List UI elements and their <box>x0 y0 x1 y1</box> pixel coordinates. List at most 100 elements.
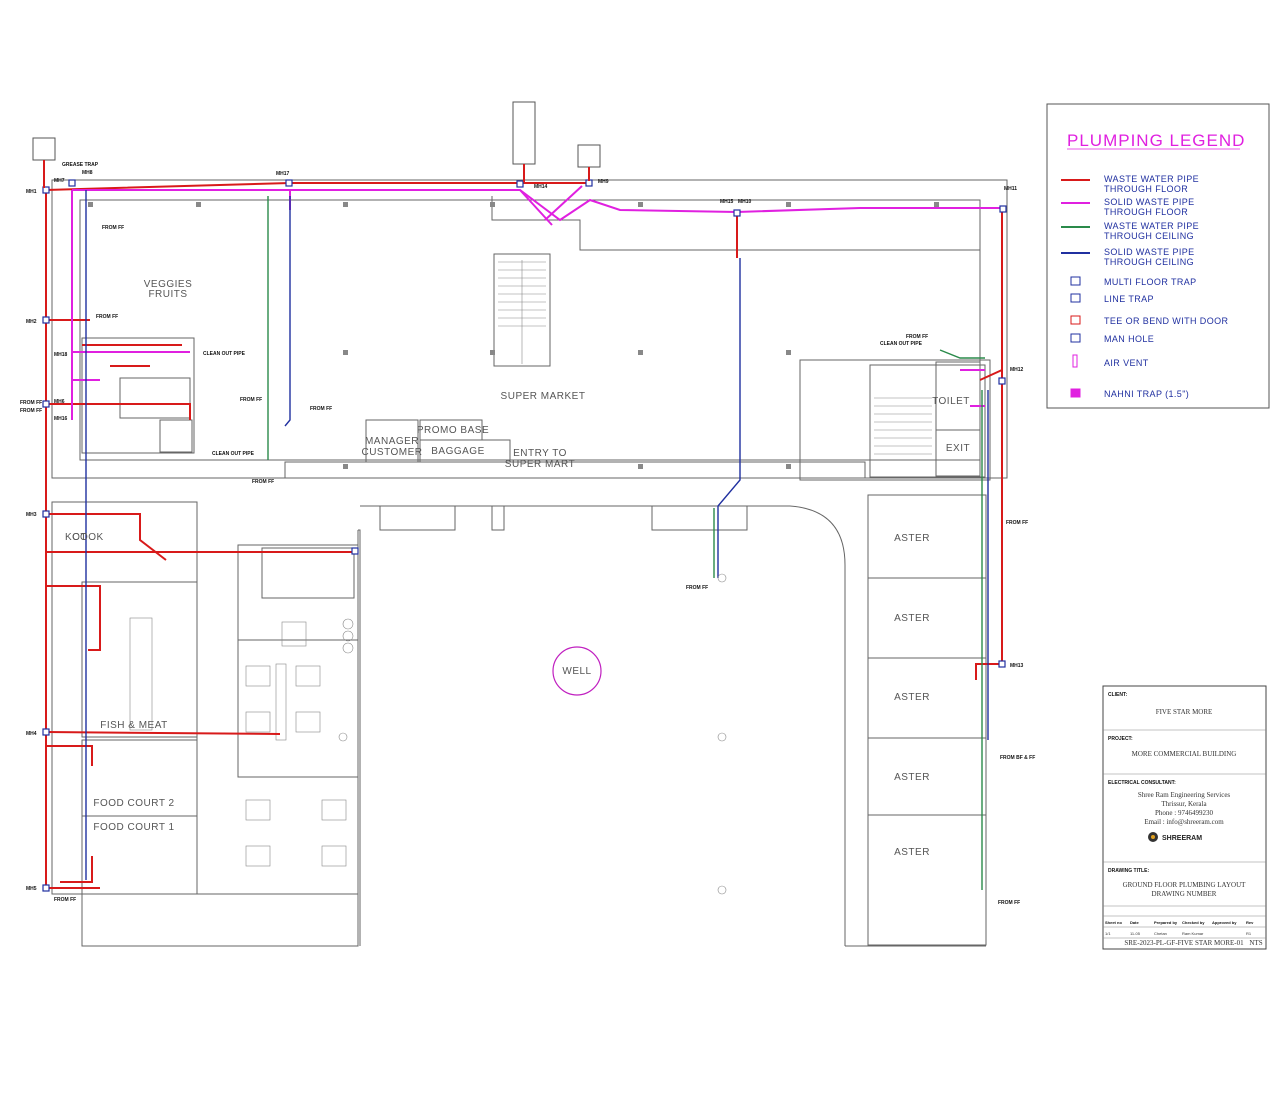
annotation-mh8: MH8 <box>82 170 93 176</box>
tb-project-label: PROJECT: <box>1108 736 1133 742</box>
tb-consultant-line-2: Thrissur, Kerala <box>1161 800 1207 808</box>
annotation-from-ff-10: FROM FF <box>906 334 928 340</box>
annotation-from-ff-11: FROM FF <box>54 897 76 903</box>
annotation-from-ff-2: FROM FF <box>96 314 118 320</box>
tee-bend-icon <box>1070 315 1081 325</box>
room-aster-3: ASTER <box>894 692 930 703</box>
tb-drawing-title-label: DRAWING TITLE: <box>1108 868 1149 874</box>
legend-label: TEE OR BEND WITH DOOR <box>1104 316 1229 326</box>
annotation-mh13: MH13 <box>1010 663 1024 669</box>
tb-table-value: R1 <box>1246 931 1252 936</box>
solid-waste-pipes-floor <box>71 185 1002 420</box>
room-aster-2: ASTER <box>894 613 930 624</box>
annotation-mh9: MH9 <box>598 179 609 185</box>
grease-trap-box <box>32 137 56 161</box>
legend-label: WASTE WATER PIPE <box>1104 174 1199 184</box>
annotation-mh12: MH12 <box>1010 367 1024 373</box>
line-trap-icon <box>1070 293 1081 303</box>
tb-table-value: Ram Kumar <box>1182 931 1204 936</box>
room-super-mart: SUPER MART <box>505 459 575 470</box>
building-walls <box>51 179 1008 947</box>
tb-table-value: Chetan <box>1154 931 1167 936</box>
food-court-tables <box>129 617 354 867</box>
tb-client-label: CLIENT: <box>1108 692 1128 698</box>
room-super-market: SUPER MARKET <box>501 391 586 402</box>
room-kot: KOT <box>65 532 87 543</box>
room-promo-base: PROMO BASE <box>417 425 489 436</box>
annotation-from-ff-4: FROM FF <box>20 408 42 414</box>
room-labels: SUPER MARKET VEGGIES FRUITS MANAGER CUST… <box>65 279 970 858</box>
annotation-from-ff-7: FROM FF <box>252 479 274 485</box>
room-fish-meat: FISH & MEAT <box>100 720 168 731</box>
annotation-mh10: MH10 <box>738 199 752 205</box>
annotation-mh11: MH11 <box>1004 186 1017 192</box>
room-manager: MANAGER <box>365 436 419 447</box>
annotation-mh16: MH16 <box>54 416 68 422</box>
tb-table-header: Sheet no <box>1105 920 1122 925</box>
tb-consultant-label: ELECTRICAL CONSULTANT: <box>1108 780 1176 786</box>
annotation-from-ff-12: FROM FF <box>998 900 1020 906</box>
room-food-court-2: FOOD COURT 2 <box>93 798 174 809</box>
legend-label-line-2: THROUGH FLOOR <box>1104 184 1188 194</box>
tb-table-header: Checked by <box>1182 920 1205 925</box>
soak-pit-box <box>577 144 601 168</box>
legend-label: SOLID WASTE PIPE <box>1104 197 1195 207</box>
room-aster-5: ASTER <box>894 847 930 858</box>
legend-item: MAN HOLE <box>1070 333 1154 344</box>
manholes <box>42 179 1007 892</box>
solid-waste-pipes-ceiling <box>85 190 989 880</box>
tb-drawing-title-2: DRAWING NUMBER <box>1152 890 1217 898</box>
legend-label: AIR VENT <box>1104 358 1149 368</box>
tb-table-header: Prepared by <box>1154 920 1178 925</box>
supermarket-stair <box>493 253 551 367</box>
legend-title: PLUMPING LEGEND <box>1067 131 1245 150</box>
legend-label-line-2: THROUGH CEILING <box>1104 257 1194 267</box>
well-circle <box>552 646 602 696</box>
room-well: WELL <box>562 666 591 677</box>
legend-item: MULTI FLOOR TRAP <box>1070 276 1196 287</box>
annotation-from-ff-3: FROM FF <box>20 400 42 406</box>
annotation-mh18: MH18 <box>54 352 68 358</box>
right-stair <box>874 397 932 455</box>
room-aster-4: ASTER <box>894 772 930 783</box>
annotation-mh14: MH14 <box>534 184 548 190</box>
tb-scale: NTS <box>1249 939 1262 947</box>
septic-tank-box <box>512 101 536 165</box>
tb-logo-text: SHREERAM <box>1162 835 1202 842</box>
tb-consultant-line-3: Phone : 9746499230 <box>1155 809 1213 817</box>
annotation-mh1: MH1 <box>26 189 37 195</box>
structural-columns <box>88 202 939 469</box>
legend-item: NAHNI TRAP (1.5") <box>1070 388 1189 399</box>
tb-client: FIVE STAR MORE <box>1156 708 1213 716</box>
annotation-from-bf-ff: FROM BF & FF <box>1000 755 1035 761</box>
legend-label-line-2: THROUGH CEILING <box>1104 231 1194 241</box>
plumbing-legend: PLUMPING LEGEND WASTE WATER PIPETHROUGH … <box>1046 103 1270 409</box>
annotation-mh2: MH2 <box>26 319 37 325</box>
tb-table-value: 11-05 <box>1130 931 1141 936</box>
room-veggies: VEGGIES <box>144 279 193 290</box>
room-cook: COOK <box>72 532 103 543</box>
annotation-grease-trap: GREASE TRAP <box>62 162 99 168</box>
waste-water-pipes-floor <box>45 182 1003 889</box>
annotation-mh6: MH6 <box>54 399 65 405</box>
annotation-from-ff-8: FROM FF <box>686 585 708 591</box>
legend-item: AIR VENT <box>1072 354 1149 368</box>
room-customer: CUSTOMER <box>361 447 422 458</box>
annotation-from-ff-5: FROM FF <box>240 397 262 403</box>
annotation-clean-out-pipe-2: CLEAN OUT PIPE <box>212 451 255 457</box>
room-entry: ENTRY TO <box>513 448 567 459</box>
tb-drawing-title-1: GROUND FLOOR PLUMBING LAYOUT <box>1123 881 1247 889</box>
tb-table-value: 1/1 <box>1105 931 1111 936</box>
legend-label: MAN HOLE <box>1104 334 1154 344</box>
air-vent-icon <box>1072 354 1078 368</box>
legend-label: SOLID WASTE PIPE <box>1104 247 1195 257</box>
title-block: CLIENT: FIVE STAR MORE PROJECT: MORE COM… <box>1102 685 1267 950</box>
annotation-from-ff-6: FROM FF <box>310 406 332 412</box>
annotation-mh7: MH7 <box>54 178 65 184</box>
annotation-from-ff-1: FROM FF <box>102 225 124 231</box>
